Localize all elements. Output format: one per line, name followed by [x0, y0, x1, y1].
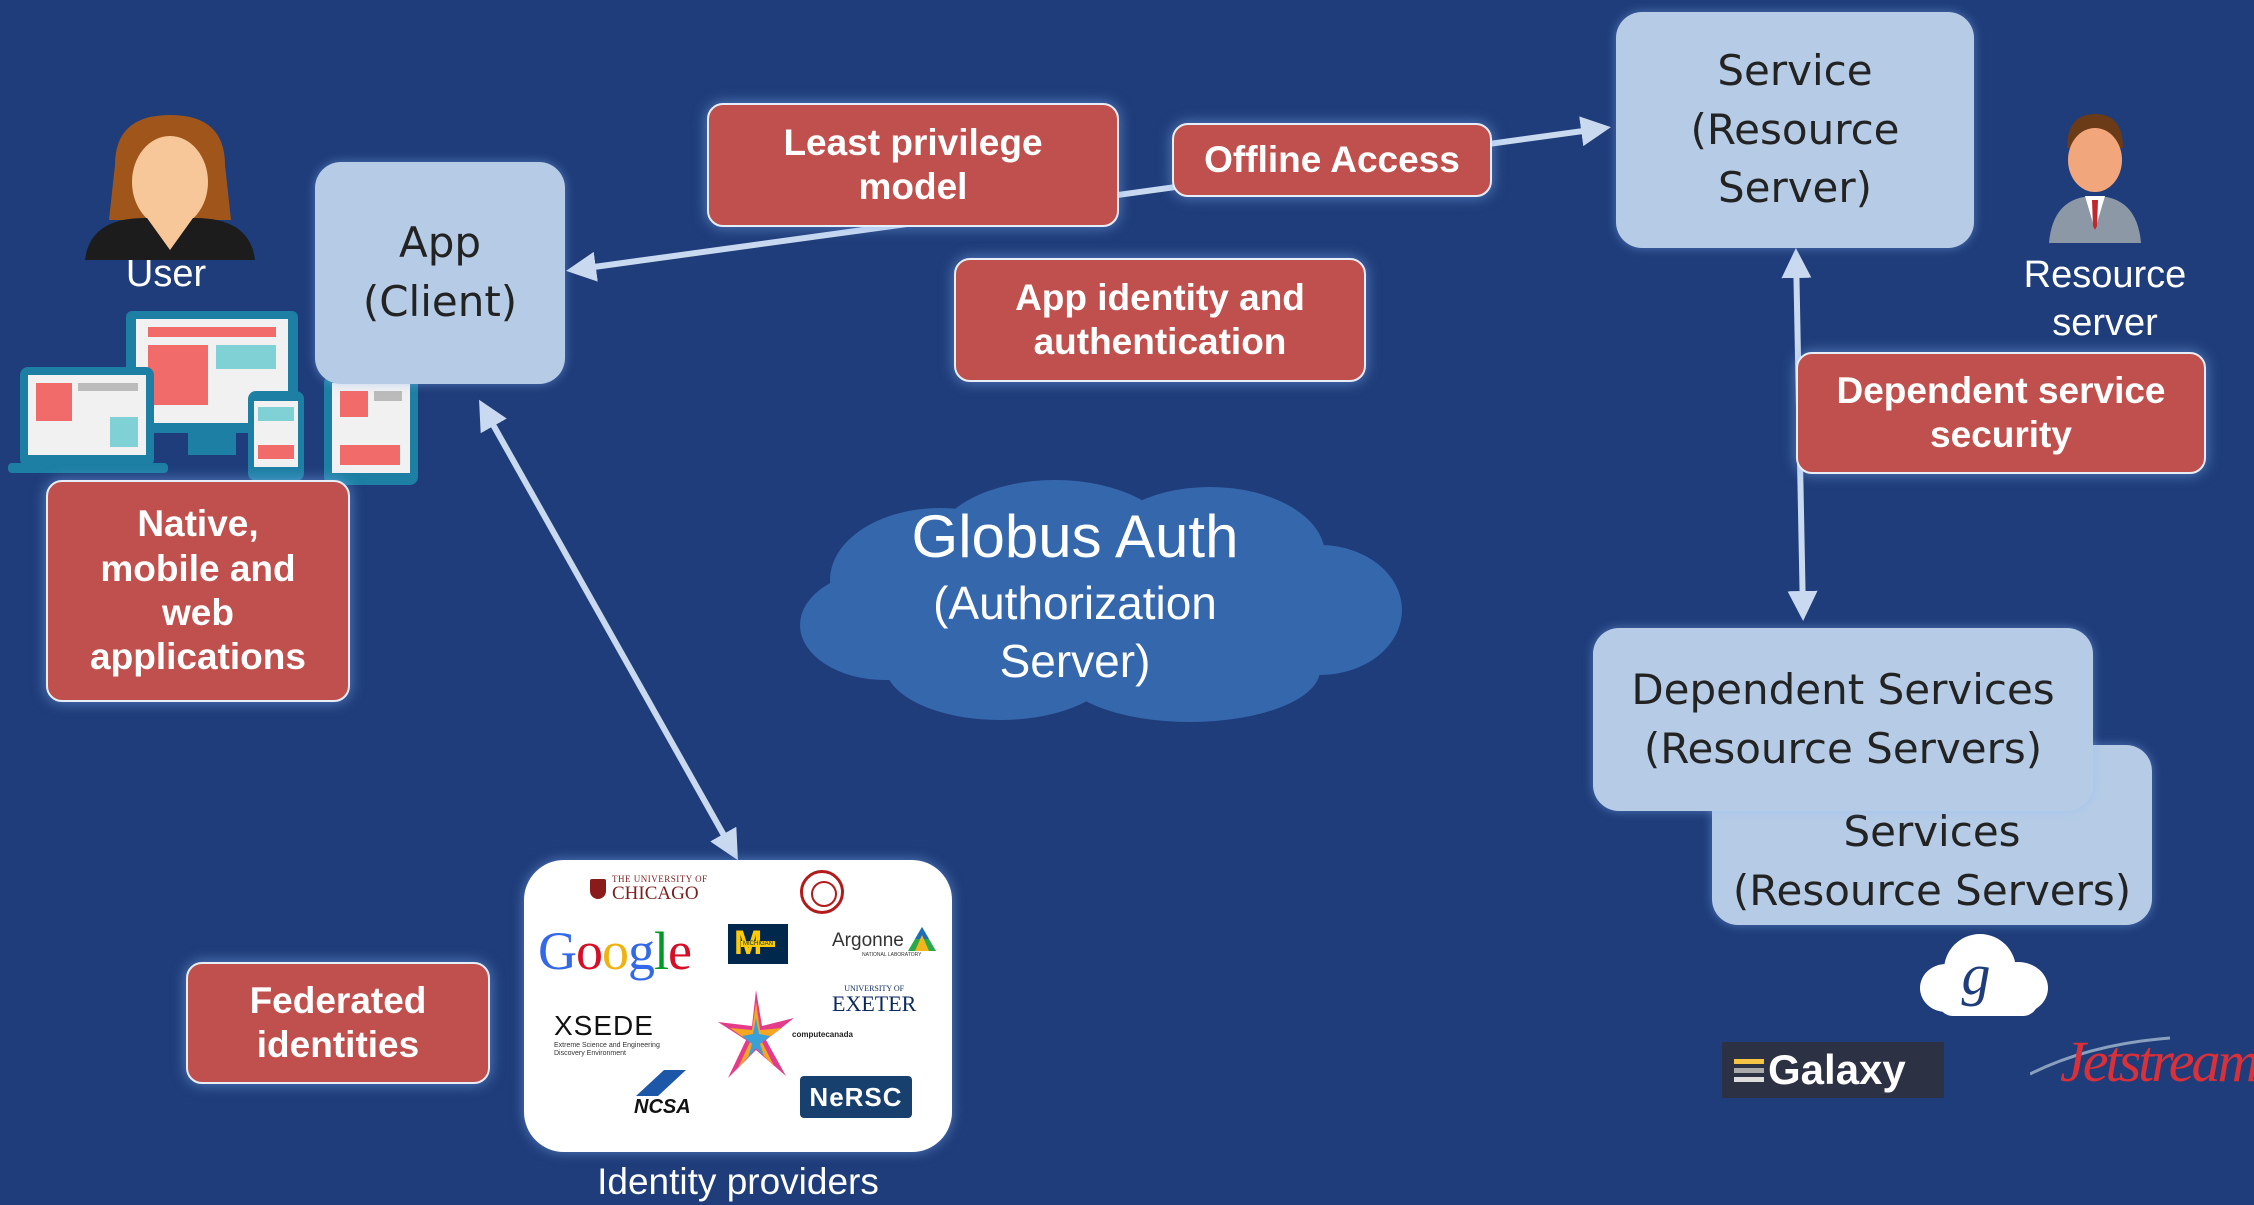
svg-text:g: g: [1962, 942, 1991, 1007]
uchicago-shield-icon: [590, 878, 606, 899]
jetstream-swoosh-icon: [2030, 1036, 2171, 1076]
exeter-logo: UNIVERSITY OF EXETER: [832, 984, 917, 1016]
dependent-services-box: Dependent Services (Resource Servers): [1593, 628, 2093, 811]
app-identity-callout: App identity and authentication: [954, 258, 1366, 382]
arrow-app-to-identity-providers: [479, 399, 738, 861]
galaxy-bars-icon: [1734, 1058, 1764, 1082]
resource-server-person-icon: [2045, 108, 2145, 243]
argonne-logo: Argonne NATIONAL LABORATORY: [832, 926, 937, 958]
least-privilege-callout: Least privilege model: [707, 103, 1119, 227]
globus-logo-icon: g: [1918, 930, 2050, 1022]
globus-auth-cloud: [790, 475, 1405, 725]
computecanada-star-icon: [718, 990, 794, 1078]
jetstream-logo: Jetstream: [2030, 1032, 2254, 1104]
uchicago-logo: THE UNIVERSITY OF CHICAGO: [590, 874, 708, 903]
federated-identities-callout: Federated identities: [186, 962, 490, 1084]
galaxy-logo: Galaxy: [1722, 1042, 1944, 1098]
resource-server-label: Resource server: [2023, 254, 2187, 344]
globus-auth-title: Globus Auth: [911, 503, 1239, 570]
devices-icon: [8, 305, 418, 485]
argonne-triangle-icon: [907, 927, 936, 951]
globus-auth-subtitle: (Authorization Server): [933, 577, 1217, 687]
user-avatar-icon: [65, 110, 275, 260]
nersc-logo: NeRSC: [800, 1076, 912, 1118]
offline-access-callout: Offline Access: [1172, 123, 1492, 197]
cornell-seal-icon: [800, 870, 844, 914]
xsede-logo: XSEDE Extreme Science and Engineering Di…: [554, 1010, 660, 1058]
ncsa-logo: NCSA: [634, 1070, 691, 1118]
identity-providers-box: THE UNIVERSITY OF CHICAGO Google M MICHI…: [524, 860, 952, 1152]
native-apps-callout: Native, mobile and web applications: [46, 480, 350, 702]
dependent-security-callout: Dependent service security: [1796, 352, 2206, 474]
service-box: Service (Resource Server): [1616, 12, 1974, 248]
google-logo: Google: [538, 921, 692, 981]
user-label: User: [125, 253, 207, 295]
michigan-logo: M MICHIGAN: [728, 924, 788, 964]
app-client-box: App (Client): [315, 162, 565, 384]
identity-providers-label: Identity providers: [597, 1161, 879, 1202]
ncsa-mark-icon: [636, 1070, 686, 1096]
